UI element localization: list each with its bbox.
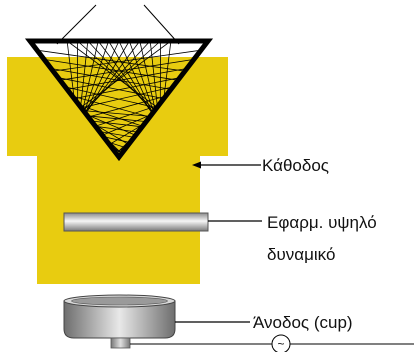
cone-ray-line bbox=[58, 77, 164, 99]
cone-ray-line bbox=[91, 120, 143, 128]
incoming-line-left bbox=[56, 4, 97, 45]
cone-ray-line bbox=[66, 40, 158, 108]
cone-ray-line bbox=[60, 59, 194, 81]
cone-ray-line bbox=[83, 110, 151, 117]
cone-ray-line bbox=[77, 40, 156, 111]
high-voltage-rod bbox=[63, 212, 209, 232]
high-voltage-label-line2: δυναμικό bbox=[267, 245, 335, 264]
cone-ray-line bbox=[65, 86, 157, 109]
cathode-arrowhead bbox=[192, 161, 201, 169]
cone-ray-line bbox=[95, 125, 139, 133]
cone-ray-line bbox=[81, 86, 173, 109]
cone-ray-line bbox=[72, 95, 150, 118]
cone-ray-line bbox=[80, 40, 172, 108]
cone-ray-line bbox=[118, 40, 153, 114]
cone-ray-line bbox=[88, 95, 166, 118]
cathode-label: Κάθοδος bbox=[262, 156, 329, 175]
incoming-line-right bbox=[143, 4, 180, 45]
cone-ray-line bbox=[109, 123, 145, 145]
cone-ray-line bbox=[139, 40, 156, 110]
cone-ray-line bbox=[74, 77, 180, 99]
cone-ray-line bbox=[103, 136, 131, 143]
ac-source-circle bbox=[271, 334, 291, 352]
cone-ray-line bbox=[87, 115, 147, 122]
cone-ray-line bbox=[99, 131, 135, 138]
high-voltage-label-line1: Εφαρμ. υψηλό bbox=[267, 213, 377, 232]
cone-ray-line bbox=[82, 40, 161, 111]
cone-ray-line bbox=[80, 40, 89, 107]
anode-cup bbox=[63, 294, 176, 349]
ac-source-symbol: ~ bbox=[277, 337, 284, 351]
cone-ray-line bbox=[86, 114, 136, 136]
cathode-upper-block bbox=[7, 57, 228, 156]
cone-ray-line bbox=[149, 40, 158, 107]
cone-outline bbox=[24, 38, 214, 162]
cone-ray-line bbox=[85, 40, 120, 114]
cone-ray-line bbox=[44, 59, 178, 81]
cone-ray-pattern bbox=[36, 40, 202, 154]
cone-ray-line bbox=[82, 40, 99, 110]
anode-label: Άνοδος (cup) bbox=[253, 313, 353, 332]
